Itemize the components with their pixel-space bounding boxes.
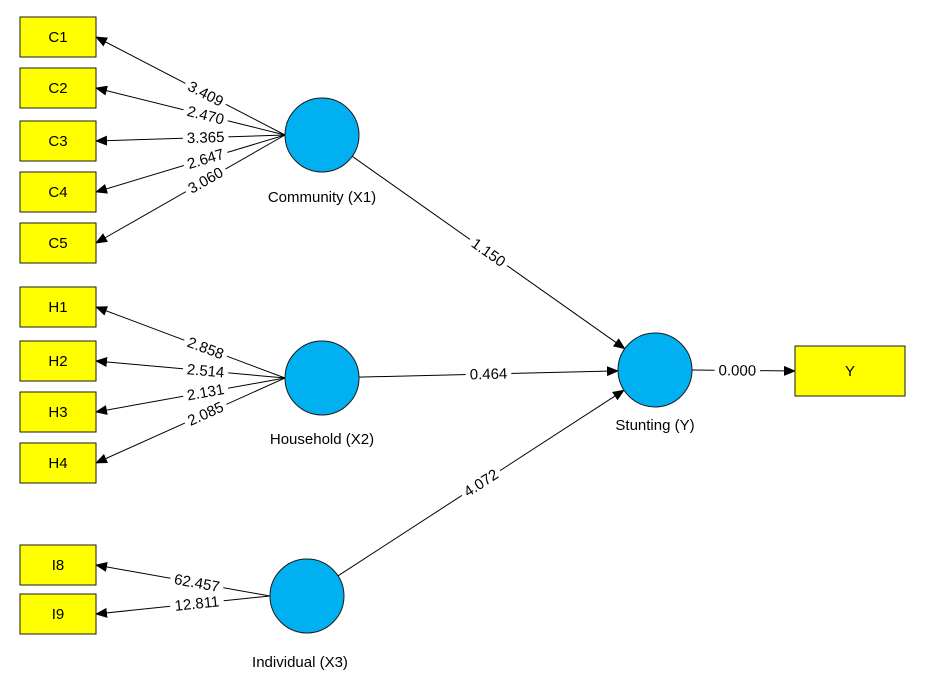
indicator-label: H2	[48, 353, 67, 370]
indicator-c2: C2	[19, 67, 97, 109]
loading-label-c3-bg	[182, 127, 229, 147]
latent-circle	[617, 332, 693, 408]
latent-label: Household (X2)	[270, 431, 374, 448]
indicator-c4: C4	[19, 171, 97, 213]
indicator-box	[19, 391, 97, 433]
latent-x1: Community (X1)	[268, 97, 376, 206]
loading-label-i9-text: 12.811	[174, 593, 220, 615]
indicator-c5: C5	[19, 222, 97, 264]
loading-label-c3: 3.365	[182, 127, 229, 147]
indicator-c1: C1	[19, 16, 97, 58]
loading-label-c1-bg	[181, 75, 230, 112]
indicator-label: C5	[48, 235, 67, 252]
indicator-label: H4	[48, 455, 67, 472]
path-label-x2-to-y-text: 0.464	[470, 366, 508, 384]
indicator-yind: Y	[794, 345, 906, 397]
path-label-x2-to-y-bg	[465, 364, 512, 383]
indicator-h3: H3	[19, 391, 97, 433]
loading-label-h3-text: 2.131	[186, 381, 226, 404]
indicator-h2: H2	[19, 340, 97, 382]
loading-label-h2-bg	[182, 359, 230, 381]
indicator-box	[19, 286, 97, 328]
indicator-box	[19, 593, 97, 635]
indicator-label: Y	[845, 363, 855, 380]
indicator-h1: H1	[19, 286, 97, 328]
indicator-label: C4	[48, 184, 67, 201]
loading-label-h1: 2.858	[181, 331, 231, 364]
indicator-box	[19, 16, 97, 58]
path-label-x1-to-y-text: 1.150	[468, 235, 508, 271]
path-label-x1-to-y: 1.150	[465, 232, 513, 273]
connections-layer	[95, 36, 796, 618]
indicator-label: H1	[48, 299, 67, 316]
loading-label-c3-text: 3.365	[187, 129, 225, 147]
loading-label-yind-text: 0.000	[718, 362, 756, 379]
indicator-box	[19, 67, 97, 109]
latent-label: Community (X1)	[268, 189, 376, 206]
latent-label: Individual (X3)	[252, 654, 348, 671]
path-label-x1-to-y-bg	[465, 232, 513, 273]
indicator-box	[19, 544, 97, 586]
indicator-label: C1	[48, 29, 67, 46]
loading-label-h1-text: 2.858	[185, 334, 226, 363]
loading-label-c5-bg	[181, 161, 230, 199]
indicator-box	[19, 340, 97, 382]
loading-label-h2-text: 2.514	[186, 361, 225, 381]
latent-circle	[284, 340, 360, 416]
loading-label-i9: 12.811	[169, 591, 225, 615]
indicator-c3: C3	[19, 120, 97, 162]
path-labels-layer: 3.4092.4703.3652.6473.0602.8582.5142.131…	[169, 75, 761, 615]
path-label-x3-to-y-text: 4.072	[461, 466, 502, 501]
loading-label-h3-bg	[181, 379, 230, 405]
indicator-box	[19, 222, 97, 264]
latent-x2: Household (X2)	[270, 340, 374, 448]
indicator-label: H3	[48, 404, 67, 421]
indicator-box	[19, 442, 97, 484]
path-label-x3-to-y: 4.072	[457, 463, 505, 503]
loading-label-h4-bg	[181, 396, 230, 431]
loading-label-i9-bg	[169, 591, 225, 615]
indicator-label: C3	[48, 133, 67, 150]
loading-label-yind: 0.000	[714, 361, 761, 380]
loading-label-c2-bg	[181, 101, 230, 129]
path-label-x2-to-y: 0.464	[465, 364, 512, 384]
indicator-box	[19, 120, 97, 162]
latent-y: Stunting (Y)	[615, 332, 695, 434]
loading-label-h3: 2.131	[181, 379, 230, 405]
indicator-box	[794, 345, 906, 397]
indicator-i8: I8	[19, 544, 97, 586]
loading-label-yind-bg	[714, 361, 761, 379]
latent-label: Stunting (Y)	[615, 417, 694, 434]
loading-label-h1-bg	[181, 331, 231, 364]
loading-label-c2: 2.470	[181, 101, 230, 129]
loading-label-c4-bg	[181, 143, 230, 174]
latent-x3: Individual (X3)	[252, 558, 348, 671]
indicator-i9: I9	[19, 593, 97, 635]
indicator-box	[19, 171, 97, 213]
indicator-label: C2	[48, 80, 67, 97]
latent-circle	[269, 558, 345, 634]
loading-label-i8-bg	[169, 569, 225, 596]
indicator-label: I9	[52, 606, 65, 623]
loading-label-i8-text: 62.457	[173, 571, 221, 596]
indicator-h4: H4	[19, 442, 97, 484]
indicator-label: I8	[52, 557, 65, 574]
path-label-x3-to-y-bg	[457, 463, 505, 503]
latent-circle	[284, 97, 360, 173]
loading-label-h2: 2.514	[182, 359, 230, 382]
